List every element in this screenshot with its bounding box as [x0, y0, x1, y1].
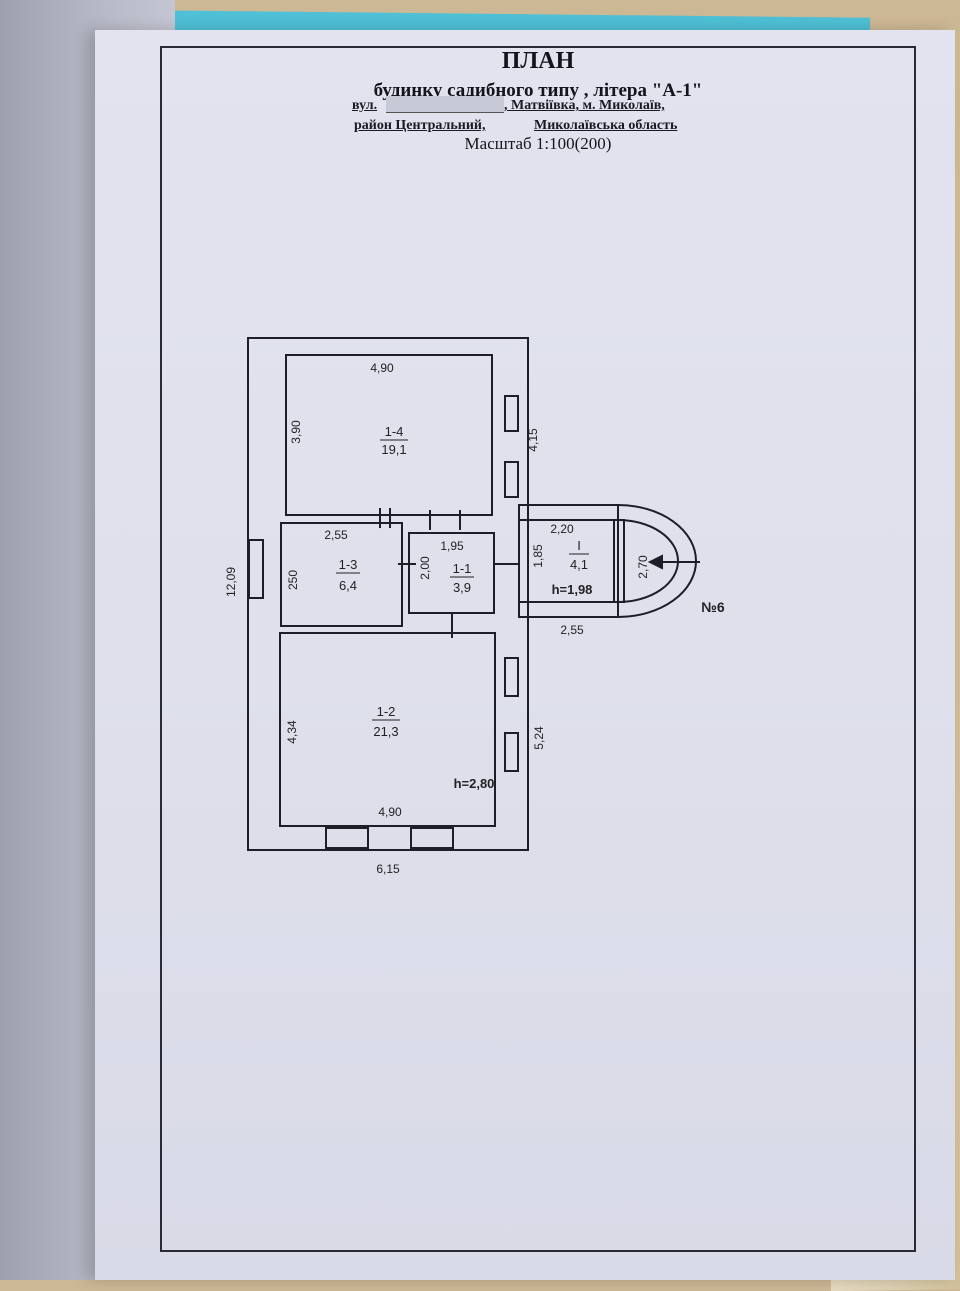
dim-porch-arc: 2,70	[636, 555, 650, 579]
room-1-1-area: 3,9	[453, 580, 471, 595]
dim-right-lower: 5,24	[532, 726, 546, 750]
outer-wall	[247, 337, 529, 851]
dim-r13-height: 250	[286, 570, 300, 590]
dim-porch-height: 1,85	[531, 544, 545, 568]
district: район Центральний,	[354, 118, 486, 133]
porch-height: h=1,98	[552, 582, 593, 597]
window	[248, 539, 264, 599]
room-1-1-id: 1-1	[453, 561, 472, 576]
window	[325, 827, 369, 849]
plan-subtitle: будинку садибного типу , літера "А-1"	[373, 80, 703, 101]
document-sheet	[95, 30, 955, 1280]
room-1-2-outline	[279, 632, 496, 827]
window	[504, 461, 519, 498]
dim-r12-width: 4,90	[378, 805, 402, 819]
porch-area: 4,1	[570, 557, 588, 572]
dim-r11-height: 2,00	[418, 556, 432, 580]
window	[410, 827, 454, 849]
window	[504, 732, 519, 772]
room-1-3-area: 6,4	[339, 578, 357, 593]
dim-porch-width: 2,20	[550, 522, 574, 536]
window	[504, 657, 519, 697]
main-height: h=2,80	[454, 776, 495, 791]
dim-r14-height: 3,90	[289, 420, 303, 444]
dim-r13-width: 2,55	[324, 528, 348, 542]
plan-scale: Масштаб 1:100(200)	[464, 134, 612, 153]
porch-window	[613, 519, 625, 603]
redacted-street	[386, 96, 504, 113]
room-1-2-id: 1-2	[377, 704, 396, 719]
street-prefix: вул.	[352, 98, 378, 113]
dim-total-height: 12,09	[224, 567, 238, 597]
locality: , Матвіївка, м. Миколаїв,	[504, 98, 665, 113]
room-1-3-id: 1-3	[339, 557, 358, 572]
room-1-2-area: 21,3	[373, 724, 398, 739]
label-no6: №6	[701, 599, 725, 615]
drawing-frame	[160, 46, 916, 1252]
plan-title: ПЛАН	[501, 48, 575, 74]
room-1-4-area: 19,1	[381, 442, 406, 457]
porch-id: I	[577, 538, 581, 553]
room-1-4-id: 1-4	[385, 424, 404, 439]
porch-outline	[518, 504, 619, 618]
window	[504, 395, 519, 432]
dim-r14-width: 4,90	[370, 361, 394, 375]
dim-total-width: 6,15	[376, 862, 400, 876]
room-1-3-outline	[280, 522, 403, 627]
dim-r11-width: 1,95	[440, 539, 464, 553]
dim-porch-bottom: 2,55	[560, 623, 584, 637]
region: Миколаївська область	[534, 118, 678, 133]
dim-right-upper: 4,15	[526, 428, 540, 452]
dim-r12-height: 4,34	[285, 720, 299, 744]
